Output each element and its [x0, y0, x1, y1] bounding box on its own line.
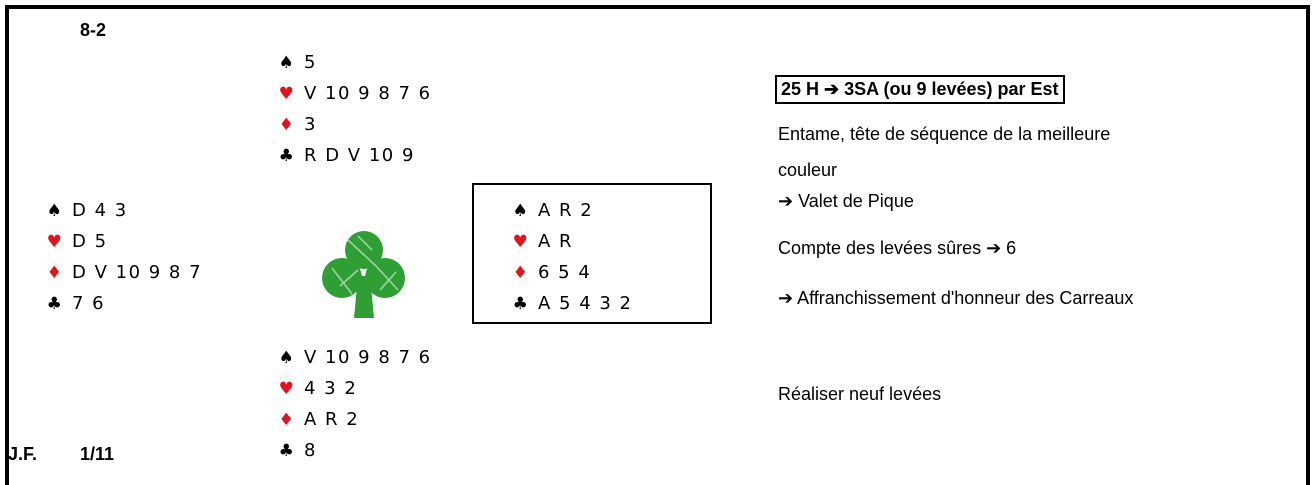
spade-icon: ♠ [46, 201, 64, 221]
diamond-icon: ♦ [46, 263, 64, 283]
spade-icon: ♠ [278, 348, 296, 368]
south-clubs: ♣8 [276, 438, 316, 464]
west-hand: ♠D 4 3 ♥D 5 ♦D V 10 9 8 7 ♣7 6 [44, 198, 264, 314]
heart-icon: ♥ [512, 232, 530, 252]
page-frame [5, 5, 1310, 485]
club-icon: ♣ [278, 441, 296, 461]
deal-number: 8-2 [80, 20, 107, 40]
south-hand: ♠V 10 9 8 7 6 ♥4 3 2 ♦A R 2 ♣8 [276, 345, 496, 470]
north-diamonds: ♦3 [276, 112, 316, 138]
deal-date: 1/11 [80, 444, 115, 464]
west-hearts: ♥D 5 [44, 229, 106, 255]
heart-icon: ♥ [278, 379, 296, 399]
goal-note: Réaliser neuf levées [778, 384, 942, 404]
heart-icon: ♥ [46, 232, 64, 252]
author-initials: J.F. [8, 444, 38, 464]
north-hearts: ♥V 10 9 8 7 6 [276, 81, 431, 107]
lead-note-line2: couleur [778, 160, 838, 180]
south-diamonds: ♦A R 2 [276, 407, 358, 433]
plan-note: ➔ Affranchissement d'honneur des Carreau… [778, 288, 1134, 308]
diamond-icon: ♦ [278, 410, 296, 430]
sure-tricks-note: Compte des levées sûres ➔ 6 [778, 238, 1017, 258]
south-spades: ♠V 10 9 8 7 6 [276, 345, 431, 371]
east-hearts: ♥A R [510, 229, 572, 255]
spade-icon: ♠ [278, 53, 296, 73]
east-spades: ♠A R 2 [510, 198, 592, 224]
east-diamonds: ♦6 5 4 [510, 260, 590, 286]
club-icon: ♣ [512, 294, 530, 314]
east-hand-box: ♠A R 2 ♥A R ♦6 5 4 ♣A 5 4 3 2 [472, 183, 712, 324]
heart-icon: ♥ [278, 84, 296, 104]
diamond-icon: ♦ [512, 263, 530, 283]
lead-card-note: ➔ Valet de Pique [778, 191, 914, 211]
club-logo-icon [322, 231, 405, 318]
lead-note-line1: Entame, tête de séquence de la meilleure [778, 124, 1111, 144]
contract-title: 25 H ➔ 3SA (ou 9 levées) par Est [775, 75, 1065, 104]
spade-icon: ♠ [512, 201, 530, 221]
east-hand: ♠A R 2 ♥A R ♦6 5 4 ♣A 5 4 3 2 [510, 198, 700, 314]
west-clubs: ♣7 6 [44, 291, 104, 317]
north-hand: ♠5 ♥V 10 9 8 7 6 ♦3 ♣R D V 10 9 [276, 50, 496, 166]
west-diamonds: ♦D V 10 9 8 7 [44, 260, 201, 286]
club-icon: ♣ [46, 294, 64, 314]
north-clubs: ♣R D V 10 9 [276, 143, 414, 169]
south-hearts: ♥4 3 2 [276, 376, 356, 402]
west-spades: ♠D 4 3 [44, 198, 127, 224]
diamond-icon: ♦ [278, 115, 296, 135]
club-icon: ♣ [278, 146, 296, 166]
east-clubs: ♣A 5 4 3 2 [510, 291, 631, 317]
north-spades: ♠5 [276, 50, 316, 76]
